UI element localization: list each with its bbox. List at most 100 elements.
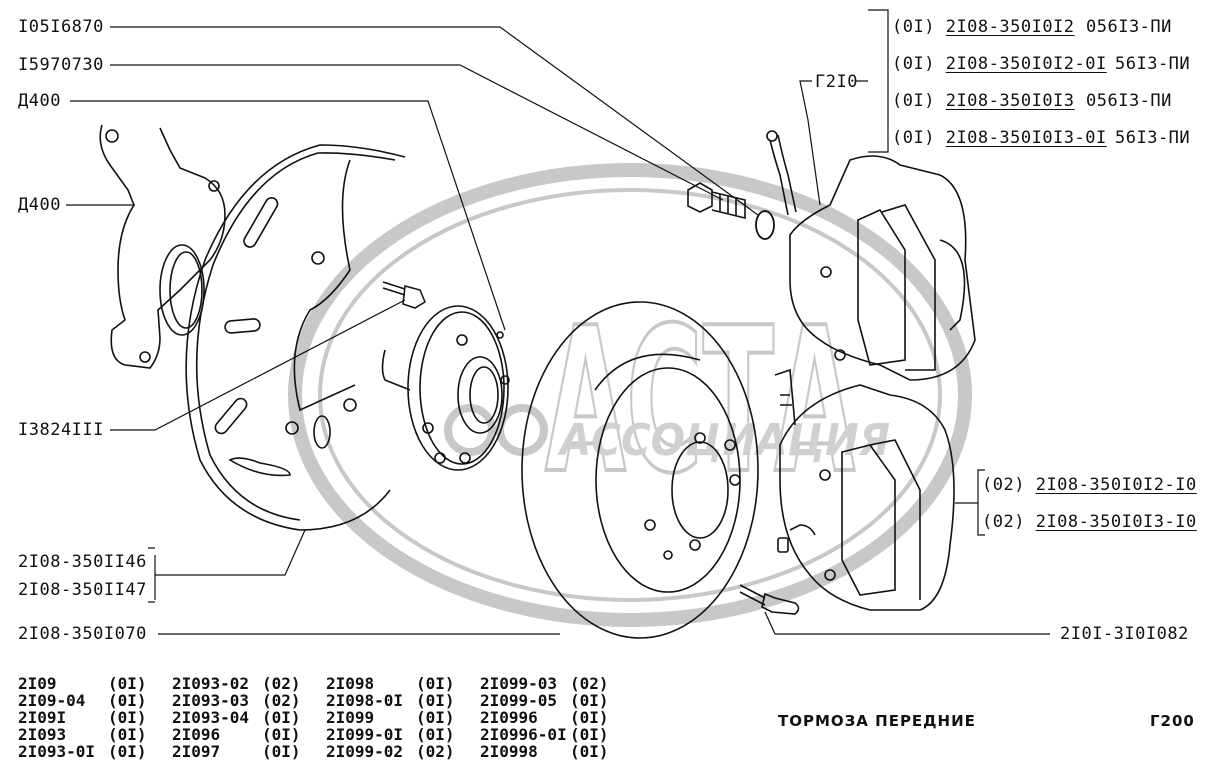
applicability-row: 2I09 (0I) (18, 676, 147, 692)
model: 2I096 (172, 725, 221, 744)
applicability-row: 2I098-0I (0I) (326, 693, 455, 709)
part-number: 2I08-350I0I3-I0 (1035, 512, 1197, 532)
part-label-brake-shield-right: 2I08-350II47 (18, 580, 147, 600)
applicability-row: 2I099 (0I) (326, 710, 455, 726)
code: 56I3-ПИ (1115, 128, 1191, 148)
model: 2I093-04 (172, 708, 250, 727)
caliper-item: (0I) 2I08-350I0I3 056I3-ПИ (892, 91, 1171, 111)
model: 2I093-0I (18, 742, 96, 761)
quantity: (0I) (416, 708, 455, 727)
quantity: (02) (570, 674, 609, 693)
leader-lines (66, 9, 1050, 635)
quantity: (02) (262, 691, 301, 710)
quantity: (0I) (262, 742, 301, 761)
caliper-item: (0I) 2I08-350I0I2-0I 56I3-ПИ (892, 54, 1190, 74)
part-number: 2I08-350I0I2-0I (945, 54, 1107, 74)
applicability-row: 2I093-04 (0I) (172, 710, 301, 726)
quantity: (02) (416, 742, 455, 761)
qty: (02) (982, 475, 1025, 495)
quantity: (0I) (570, 708, 609, 727)
model: 2I09-04 (18, 691, 86, 710)
applicability-row: 2I099-05 (0I) (480, 693, 609, 709)
code: 056I3-ПИ (1086, 17, 1172, 37)
part-label-wheel-hub: Д400 (18, 91, 61, 111)
model: 2I09I (18, 708, 67, 727)
model: 2I099-03 (480, 674, 558, 693)
qty: (02) (982, 512, 1025, 532)
quantity: (0I) (570, 725, 609, 744)
watermark-main: АСТА (545, 285, 855, 518)
quantity: (0I) (108, 674, 147, 693)
applicability-row: 2I0998 (0I) (480, 744, 609, 760)
quantity: (0I) (570, 742, 609, 761)
applicability-row: 2I096 (0I) (172, 727, 301, 743)
gear-icon (444, 404, 496, 456)
page-code: Г200 (1150, 712, 1195, 730)
model: 2I098-0I (326, 691, 404, 710)
applicability-row: 2I093-03 (02) (172, 693, 301, 709)
quantity: (0I) (108, 725, 147, 744)
quantity: (0I) (108, 742, 147, 761)
part-label-steering-knuckle: Д400 (18, 195, 61, 215)
brake-disc (521, 301, 759, 639)
caliper-item: (02) 2I08-350I0I2-I0 (982, 475, 1197, 495)
code: 56I3-ПИ (1115, 54, 1191, 74)
spring-washer (755, 210, 775, 240)
caliper-group-ref: Г2I0 (815, 72, 858, 92)
part-label-bolt: I05I6870 (18, 17, 104, 37)
page-title: ТОРМОЗА ПЕРЕДНИЕ (778, 712, 976, 730)
part-label-brake-disc: 2I08-350I070 (18, 624, 147, 644)
applicability-row: 2I09I (0I) (18, 710, 147, 726)
qty: (0I) (892, 54, 935, 74)
model: 2I098 (326, 674, 375, 693)
quantity: (0I) (108, 691, 147, 710)
caliper-bolt (687, 182, 746, 220)
quantity: (0I) (416, 691, 455, 710)
model: 2I093-03 (172, 691, 250, 710)
applicability-row: 2I0996 (0I) (480, 710, 609, 726)
quantity: (0I) (416, 674, 455, 693)
model: 2I099-02 (326, 742, 404, 761)
model: 2I097 (172, 742, 221, 761)
model: 2I099-05 (480, 691, 558, 710)
quantity: (0I) (416, 725, 455, 744)
model: 2I093 (18, 725, 67, 744)
applicability-row: 2I099-0I (0I) (326, 727, 455, 743)
caliper-top (766, 130, 976, 381)
quantity: (0I) (262, 725, 301, 744)
qty: (0I) (892, 91, 935, 111)
part-number: 2I08-350I0I3 (945, 91, 1075, 111)
qty: (0I) (892, 128, 935, 148)
part-label-shield-bolt: I3824III (18, 420, 104, 440)
applicability-row: 2I098 (0I) (326, 676, 455, 692)
applicability-row: 2I093 (0I) (18, 727, 147, 743)
part-number: 2I08-350I0I2 (945, 17, 1075, 37)
quantity: (02) (262, 674, 301, 693)
part-label-spring-washer: I5970730 (18, 55, 104, 75)
quantity: (0I) (262, 708, 301, 727)
caliper-item: (02) 2I08-350I0I3-I0 (982, 512, 1197, 532)
code: 056I3-ПИ (1086, 91, 1172, 111)
part-number: 2I08-350I0I3-0I (945, 128, 1107, 148)
steering-knuckle (99, 124, 226, 369)
model: 2I09 (18, 674, 57, 693)
gear-icon (496, 404, 548, 456)
guide-pin (739, 584, 800, 615)
model: 2I099-0I (326, 725, 404, 744)
applicability-row: 2I099-02 (02) (326, 744, 455, 760)
wheel-hub (381, 305, 510, 471)
model: 2I0998 (480, 742, 538, 761)
qty: (0I) (892, 17, 935, 37)
quantity: (0I) (570, 691, 609, 710)
quantity: (0I) (108, 708, 147, 727)
shield-bolt (382, 281, 426, 309)
applicability-row: 2I093-0I (0I) (18, 744, 147, 760)
watermark: АСТА АССОЦИАЦИЯ (288, 163, 972, 627)
applicability-row: 2I0996-0I(0I) (480, 727, 609, 743)
caliper-item: (0I) 2I08-350I0I3-0I 56I3-ПИ (892, 128, 1190, 148)
applicability-row: 2I093-02(02) (172, 676, 301, 692)
part-label-brake-shield-left: 2I08-350II46 (18, 552, 147, 572)
model: 2I0996 (480, 708, 538, 727)
model: 2I099 (326, 708, 375, 727)
